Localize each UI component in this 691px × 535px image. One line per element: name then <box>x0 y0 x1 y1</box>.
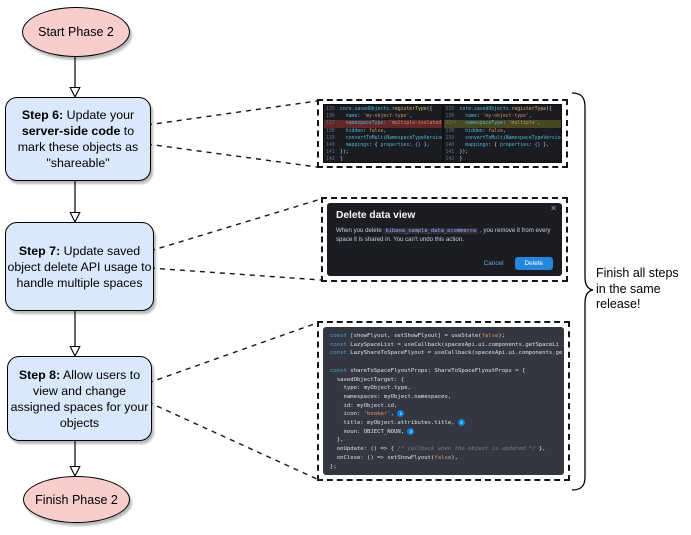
arrow-start-to-step6 <box>69 55 81 99</box>
code-line: 141}); <box>445 150 469 156</box>
code-line: noun: OBJECT_NOUN, 3 <box>330 427 557 437</box>
code-line: onUpdate: () => { /* callback when the o… <box>330 446 546 453</box>
step8-node: Step 8: Allow users to view and change a… <box>7 356 152 441</box>
code-line: const [showFlyout, setShowFlyout] = useS… <box>330 333 506 339</box>
code-line: 140 mappings: { properties: {} }, <box>326 143 430 149</box>
curly-brace <box>571 92 594 491</box>
flyout-code-screenshot: const [showFlyout, setShowFlyout] = useS… <box>323 327 564 475</box>
code-line: type: myObject.type, <box>330 385 411 392</box>
code-line: 139 convertToMultiNamespaceTypeVersion: … <box>445 135 562 141</box>
modal-body-suffix: , you remove it from every space it is s… <box>336 227 551 244</box>
data-view-name-chip: kibana_sample_data_ecommerce <box>383 228 479 234</box>
cancel-button[interactable]: Cancel <box>483 260 504 267</box>
modal-title: Delete data view <box>336 210 416 221</box>
connector-step6-bottom <box>146 143 318 168</box>
delete-data-view-modal: Delete data view ✕ When you delete kiban… <box>327 203 562 276</box>
connector-step7-top <box>149 198 322 252</box>
code-line: title: myObject.attributes.title, 2 <box>330 419 557 428</box>
delete-button[interactable]: Delete <box>514 257 553 270</box>
modal-actions: Cancel Delete <box>484 257 553 270</box>
code-line: 136 name: 'my-object-type', <box>445 114 532 120</box>
step7-node: Step 7: Update saved object delete API u… <box>5 222 154 311</box>
code-line: onClose: () => setShowFlyout(false), <box>330 454 458 461</box>
callout-number-badge: 3 <box>407 427 415 435</box>
finish-label: Finish Phase 2 <box>35 492 118 507</box>
connector-step8-bottom <box>147 401 318 480</box>
start-node: Start Phase 2 <box>22 7 130 57</box>
code-line: }, <box>330 437 344 444</box>
callout-number-badge: 2 <box>457 419 465 427</box>
step6-label: Step 6: Update your server-side code to … <box>17 108 139 170</box>
code-line: 142} <box>445 157 463 162</box>
step6-node: Step 6: Update your server-side code to … <box>5 97 151 181</box>
code-line: 138 hidden: false, <box>445 128 506 134</box>
code-line: icon: 'beaker', 1 <box>330 410 557 419</box>
step8-label: Step 8: Allow users to view and change a… <box>10 367 149 430</box>
code-line: 138 hidden: false, <box>326 128 387 134</box>
close-icon[interactable]: ✕ <box>550 204 557 213</box>
connector-step6-top <box>146 100 318 126</box>
modal-body-prefix: When you delete <box>336 227 384 234</box>
connector-step7-bottom <box>149 267 322 281</box>
code-line: const shareToSpaceFlyoutProps: ShareToSp… <box>330 367 526 374</box>
screenshot-frame-code: const [showFlyout, setShowFlyout] = useS… <box>317 321 570 481</box>
code-line: 141}); <box>326 150 349 156</box>
code-line: savedObjectTarget: { <box>330 376 405 383</box>
code-line: }; <box>330 463 337 470</box>
modal-body: When you delete kibana_sample_data_ecomm… <box>336 226 553 244</box>
code-line: namespaces: myObject.namespaces, <box>330 393 452 400</box>
code-line: id: myObject.id, <box>330 402 398 409</box>
finish-node: Finish Phase 2 <box>23 476 130 523</box>
code-line <box>330 358 557 367</box>
code-line: 136 name: 'my-object-type', <box>326 114 413 120</box>
code-line: 139 convertToMultiNamespaceTypeVersion: … <box>326 135 442 141</box>
step7-label: Step 7: Update saved object delete API u… <box>7 243 152 290</box>
code-line: 137+ namespaceType: 'multiple', <box>443 120 561 128</box>
release-note: Finish all steps in the same release! <box>596 266 679 311</box>
code-line: const LazyShareToSpaceFlyout = useCallba… <box>330 350 563 357</box>
connector-step8-top <box>147 322 318 384</box>
callout-number-badge: 1 <box>397 410 405 418</box>
code-line: 142} <box>326 157 343 162</box>
code-line: const LazySpaceList = useCallback(spaces… <box>330 341 560 348</box>
screenshot-frame-modal: Delete data view ✕ When you delete kiban… <box>321 197 568 282</box>
code-line: 140 mappings: { properties: {} }, <box>445 143 550 149</box>
start-label: Start Phase 2 <box>38 25 114 39</box>
code-line: 137- namespaceType: 'multiple-isolated', <box>324 120 442 128</box>
